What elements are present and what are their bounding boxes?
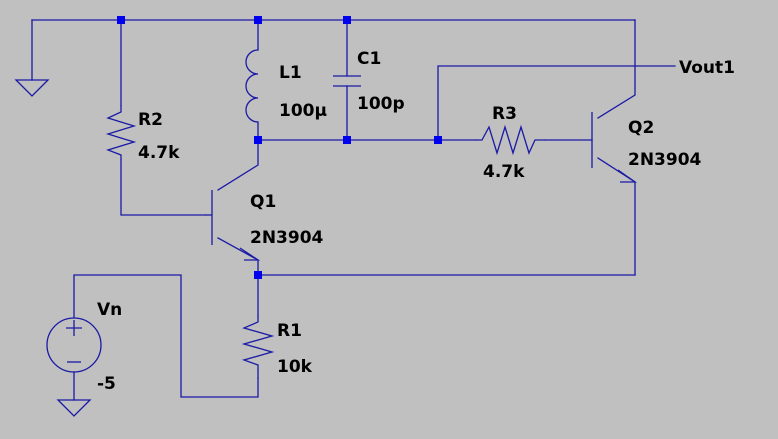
q1-value-label: 2N3904 (250, 228, 324, 248)
q2-ref-label: Q2 (628, 118, 654, 138)
junctions (117, 16, 442, 279)
ground-symbol-top (14, 79, 50, 97)
r1-ref-label: R1 (277, 321, 302, 341)
vn-ref-label: Vn (97, 300, 122, 320)
junction-dot (343, 136, 351, 144)
junction-dot (343, 16, 351, 24)
resistor-r2 (105, 105, 137, 160)
r3-ref-label: R3 (492, 104, 517, 124)
wire-vout (437, 65, 676, 141)
capacitor-c1 (333, 75, 361, 87)
vn-value-label: -5 (97, 374, 116, 394)
wire-vn-loop (73, 274, 259, 398)
vout-net-label: Vout1 (679, 58, 735, 78)
l1-value-label: 100µ (279, 101, 327, 121)
wire-q2-collector (597, 19, 636, 119)
wire-q1-emitter (217, 237, 259, 316)
junction-dot (254, 271, 262, 279)
r2-value-label: 4.7k (138, 143, 180, 163)
resistor-r3 (475, 124, 545, 156)
transistor-q2 (591, 112, 638, 183)
l1-ref-label: L1 (279, 63, 302, 83)
inductor-l1 (245, 49, 259, 123)
voltage-source-vn (46, 317, 102, 373)
q2-value-label: 2N3904 (628, 150, 702, 170)
c1-ref-label: C1 (357, 49, 381, 69)
junction-dot (254, 136, 262, 144)
q1-ref-label: Q1 (250, 192, 276, 212)
wire-q2-emitter (597, 157, 636, 276)
resistor-r1 (241, 315, 275, 370)
r2-ref-label: R2 (138, 110, 163, 130)
wire-q1-collector (217, 139, 259, 191)
junction-dot (434, 136, 442, 144)
c1-value-label: 100p (357, 94, 405, 114)
junction-dot (117, 16, 125, 24)
labels: L1 100µ C1 100p R2 4.7k R3 4.7k Q2 2N390… (97, 49, 735, 394)
junction-dot (254, 16, 262, 24)
wire-r2-bottom (120, 159, 206, 216)
ground-symbol-bottom (56, 399, 92, 417)
r1-value-label: 10k (277, 357, 313, 377)
wires (31, 19, 676, 401)
transistor-q1 (205, 190, 261, 261)
r3-value-label: 4.7k (483, 162, 525, 182)
